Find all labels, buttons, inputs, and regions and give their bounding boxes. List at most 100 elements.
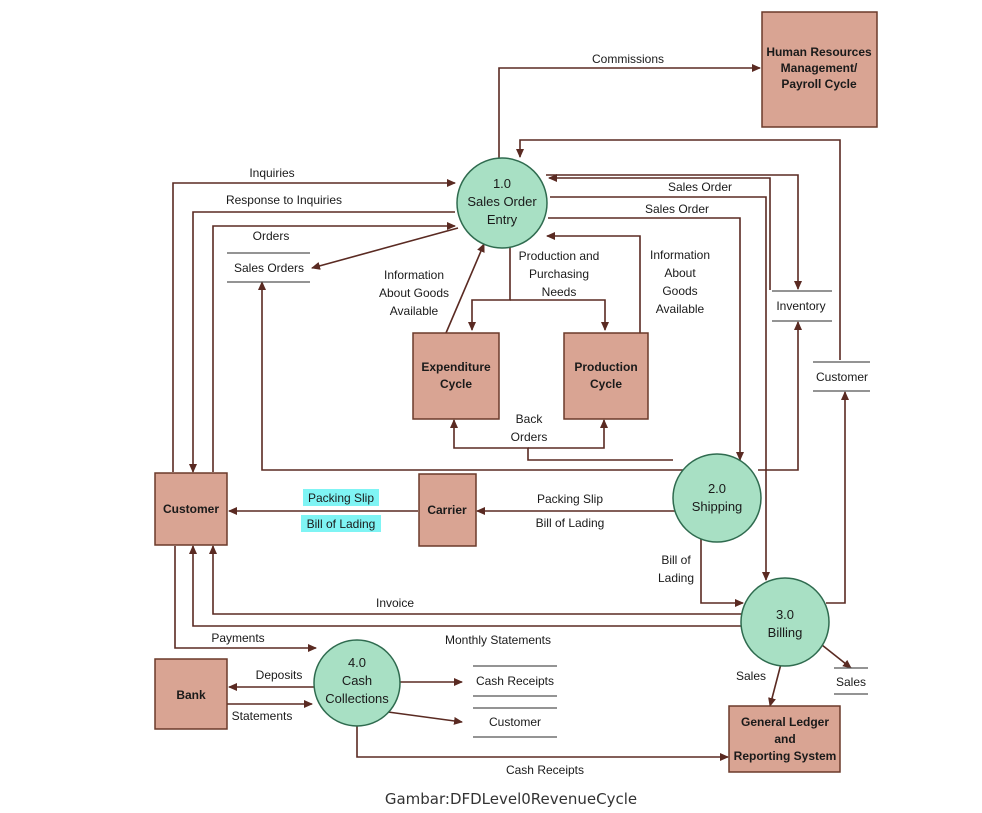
label-bill-of-lading: Bill of Lading <box>536 516 605 530</box>
entity-production-line2: Cycle <box>590 377 622 391</box>
flow-response-inquiries <box>189 211 455 473</box>
process-3-number: 3.0 <box>776 607 794 622</box>
entity-gl-line2: and <box>774 732 795 746</box>
highlight-bill-of-lading <box>301 515 381 532</box>
process-1-line2: Entry <box>487 212 518 227</box>
entity-customer: Customer <box>154 472 228 546</box>
store-sales-orders: Sales Orders <box>227 252 310 283</box>
entity-hr-line1: Human Resources <box>766 45 872 59</box>
flow-sales-order-billing <box>550 196 770 581</box>
flow-prod-purch-b <box>510 299 609 331</box>
label-bill-of-lading-2-line1: Bill of <box>661 553 691 567</box>
flow-commissions <box>498 64 761 160</box>
flow-labels: Commissions Inquiries Response to Inquir… <box>211 52 766 777</box>
process-1-line1: Sales Order <box>467 194 537 209</box>
entity-hr-line3: Payroll Cycle <box>781 77 857 91</box>
entity-gl-line1: General Ledger <box>741 715 829 729</box>
flows <box>172 64 852 761</box>
label-info-goods-right-2: About <box>664 266 696 280</box>
label-prod-purch-1: Production and <box>519 249 600 263</box>
entity-carrier: Carrier <box>418 473 477 547</box>
figure-caption: Gambar:DFDLevel0RevenueCycle <box>385 790 637 808</box>
process-billing: 3.0 Billing <box>740 577 830 667</box>
entity-hr: Human Resources Management/ Payroll Cycl… <box>761 11 878 128</box>
entity-production-line1: Production <box>574 360 637 374</box>
highlight-packing-slip <box>303 489 379 506</box>
store-cash-receipts: Cash Receipts <box>473 665 557 697</box>
label-info-goods-right-4: Available <box>656 302 705 316</box>
flow-orders <box>212 222 456 472</box>
process-shipping: 2.0 Shipping <box>672 453 762 543</box>
label-response-inquiries: Response to Inquiries <box>226 193 342 207</box>
flow-info-goods-left <box>445 243 485 334</box>
entity-production: Production Cycle <box>563 332 649 420</box>
process-sales-order-entry: 1.0 Sales Order Entry <box>456 157 548 249</box>
label-info-goods-right-3: Goods <box>662 284 697 298</box>
flow-billing-customer-store <box>826 391 849 604</box>
process-3-line1: Billing <box>768 625 803 640</box>
flow-inventory-to-entry <box>548 174 771 290</box>
store-sales: Sales <box>834 667 868 695</box>
flow-billing-sales <box>821 644 852 669</box>
store-customer-2: Customer <box>473 707 557 738</box>
label-invoice: Invoice <box>376 596 414 610</box>
label-info-goods-left-2: About Goods <box>379 286 449 300</box>
store-sales-label: Sales <box>836 675 866 689</box>
entity-hr-line2: Management/ <box>781 61 858 75</box>
entity-bank: Bank <box>154 658 228 730</box>
label-packing-slip-highlighted: Packing Slip <box>308 491 374 505</box>
label-back-orders-1: Back <box>516 412 544 426</box>
label-sales-flow: Sales <box>736 669 766 683</box>
flow-info-goods-right <box>546 232 641 333</box>
store-inventory-label: Inventory <box>776 299 825 313</box>
label-orders: Orders <box>253 229 290 243</box>
store-customer: Customer <box>813 361 870 392</box>
store-sales-orders-label: Sales Orders <box>234 261 304 275</box>
process-4-line1: Cash <box>342 673 372 688</box>
process-4-number: 4.0 <box>348 655 366 670</box>
entity-bank-label: Bank <box>176 688 206 702</box>
label-bill-of-lading-highlighted: Bill of Lading <box>307 517 376 531</box>
flow-shipping-sales-orders <box>258 281 690 471</box>
label-sales-order-2: Sales Order <box>645 202 709 216</box>
entity-expenditure: Expenditure Cycle <box>412 332 500 420</box>
label-prod-purch-3: Needs <box>542 285 577 299</box>
label-info-goods-left-1: Information <box>384 268 444 282</box>
flow-sales-order-shipping <box>548 217 744 461</box>
entity-expenditure-line1: Expenditure <box>421 360 491 374</box>
entity-gl: General Ledger and Reporting System <box>728 705 841 773</box>
flow-shipping-inventory <box>758 321 802 471</box>
flow-sales-order-inventory <box>546 174 802 290</box>
store-customer-2-label: Customer <box>489 715 541 729</box>
label-payments: Payments <box>211 631 264 645</box>
label-prod-purch-2: Purchasing <box>529 267 589 281</box>
entity-gl-line3: Reporting System <box>734 749 837 763</box>
flow-to-sales-orders <box>311 227 459 270</box>
flow-back-orders-b <box>528 419 608 449</box>
label-cash-receipts-flow: Cash Receipts <box>506 763 584 777</box>
flow-customer-store2 <box>387 711 463 725</box>
store-inventory: Inventory <box>772 290 832 322</box>
flow-inquiries <box>172 179 456 472</box>
label-sales-order-1: Sales Order <box>668 180 732 194</box>
label-back-orders-2: Orders <box>511 430 548 444</box>
label-bill-of-lading-2-line2: Lading <box>658 571 694 585</box>
label-statements: Statements <box>232 709 293 723</box>
flow-monthly-statements <box>189 545 742 627</box>
process-2-line1: Shipping <box>692 499 743 514</box>
flow-customer-store-to-entry <box>516 139 841 360</box>
process-cash-collections: 4.0 Cash Collections <box>313 639 401 727</box>
entity-carrier-label: Carrier <box>427 503 467 517</box>
store-customer-label: Customer <box>816 370 868 384</box>
label-info-goods-left-3: Available <box>390 304 439 318</box>
process-1-number: 1.0 <box>493 176 511 191</box>
flow-cash-receipts-gl <box>356 726 729 761</box>
entity-expenditure-line2: Cycle <box>440 377 472 391</box>
flow-shipping-billing <box>700 538 744 607</box>
flow-billing-gl <box>768 659 783 707</box>
entity-customer-label: Customer <box>163 502 219 516</box>
store-cash-receipts-label: Cash Receipts <box>476 674 554 688</box>
process-4-line2: Collections <box>325 691 389 706</box>
process-2-number: 2.0 <box>708 481 726 496</box>
